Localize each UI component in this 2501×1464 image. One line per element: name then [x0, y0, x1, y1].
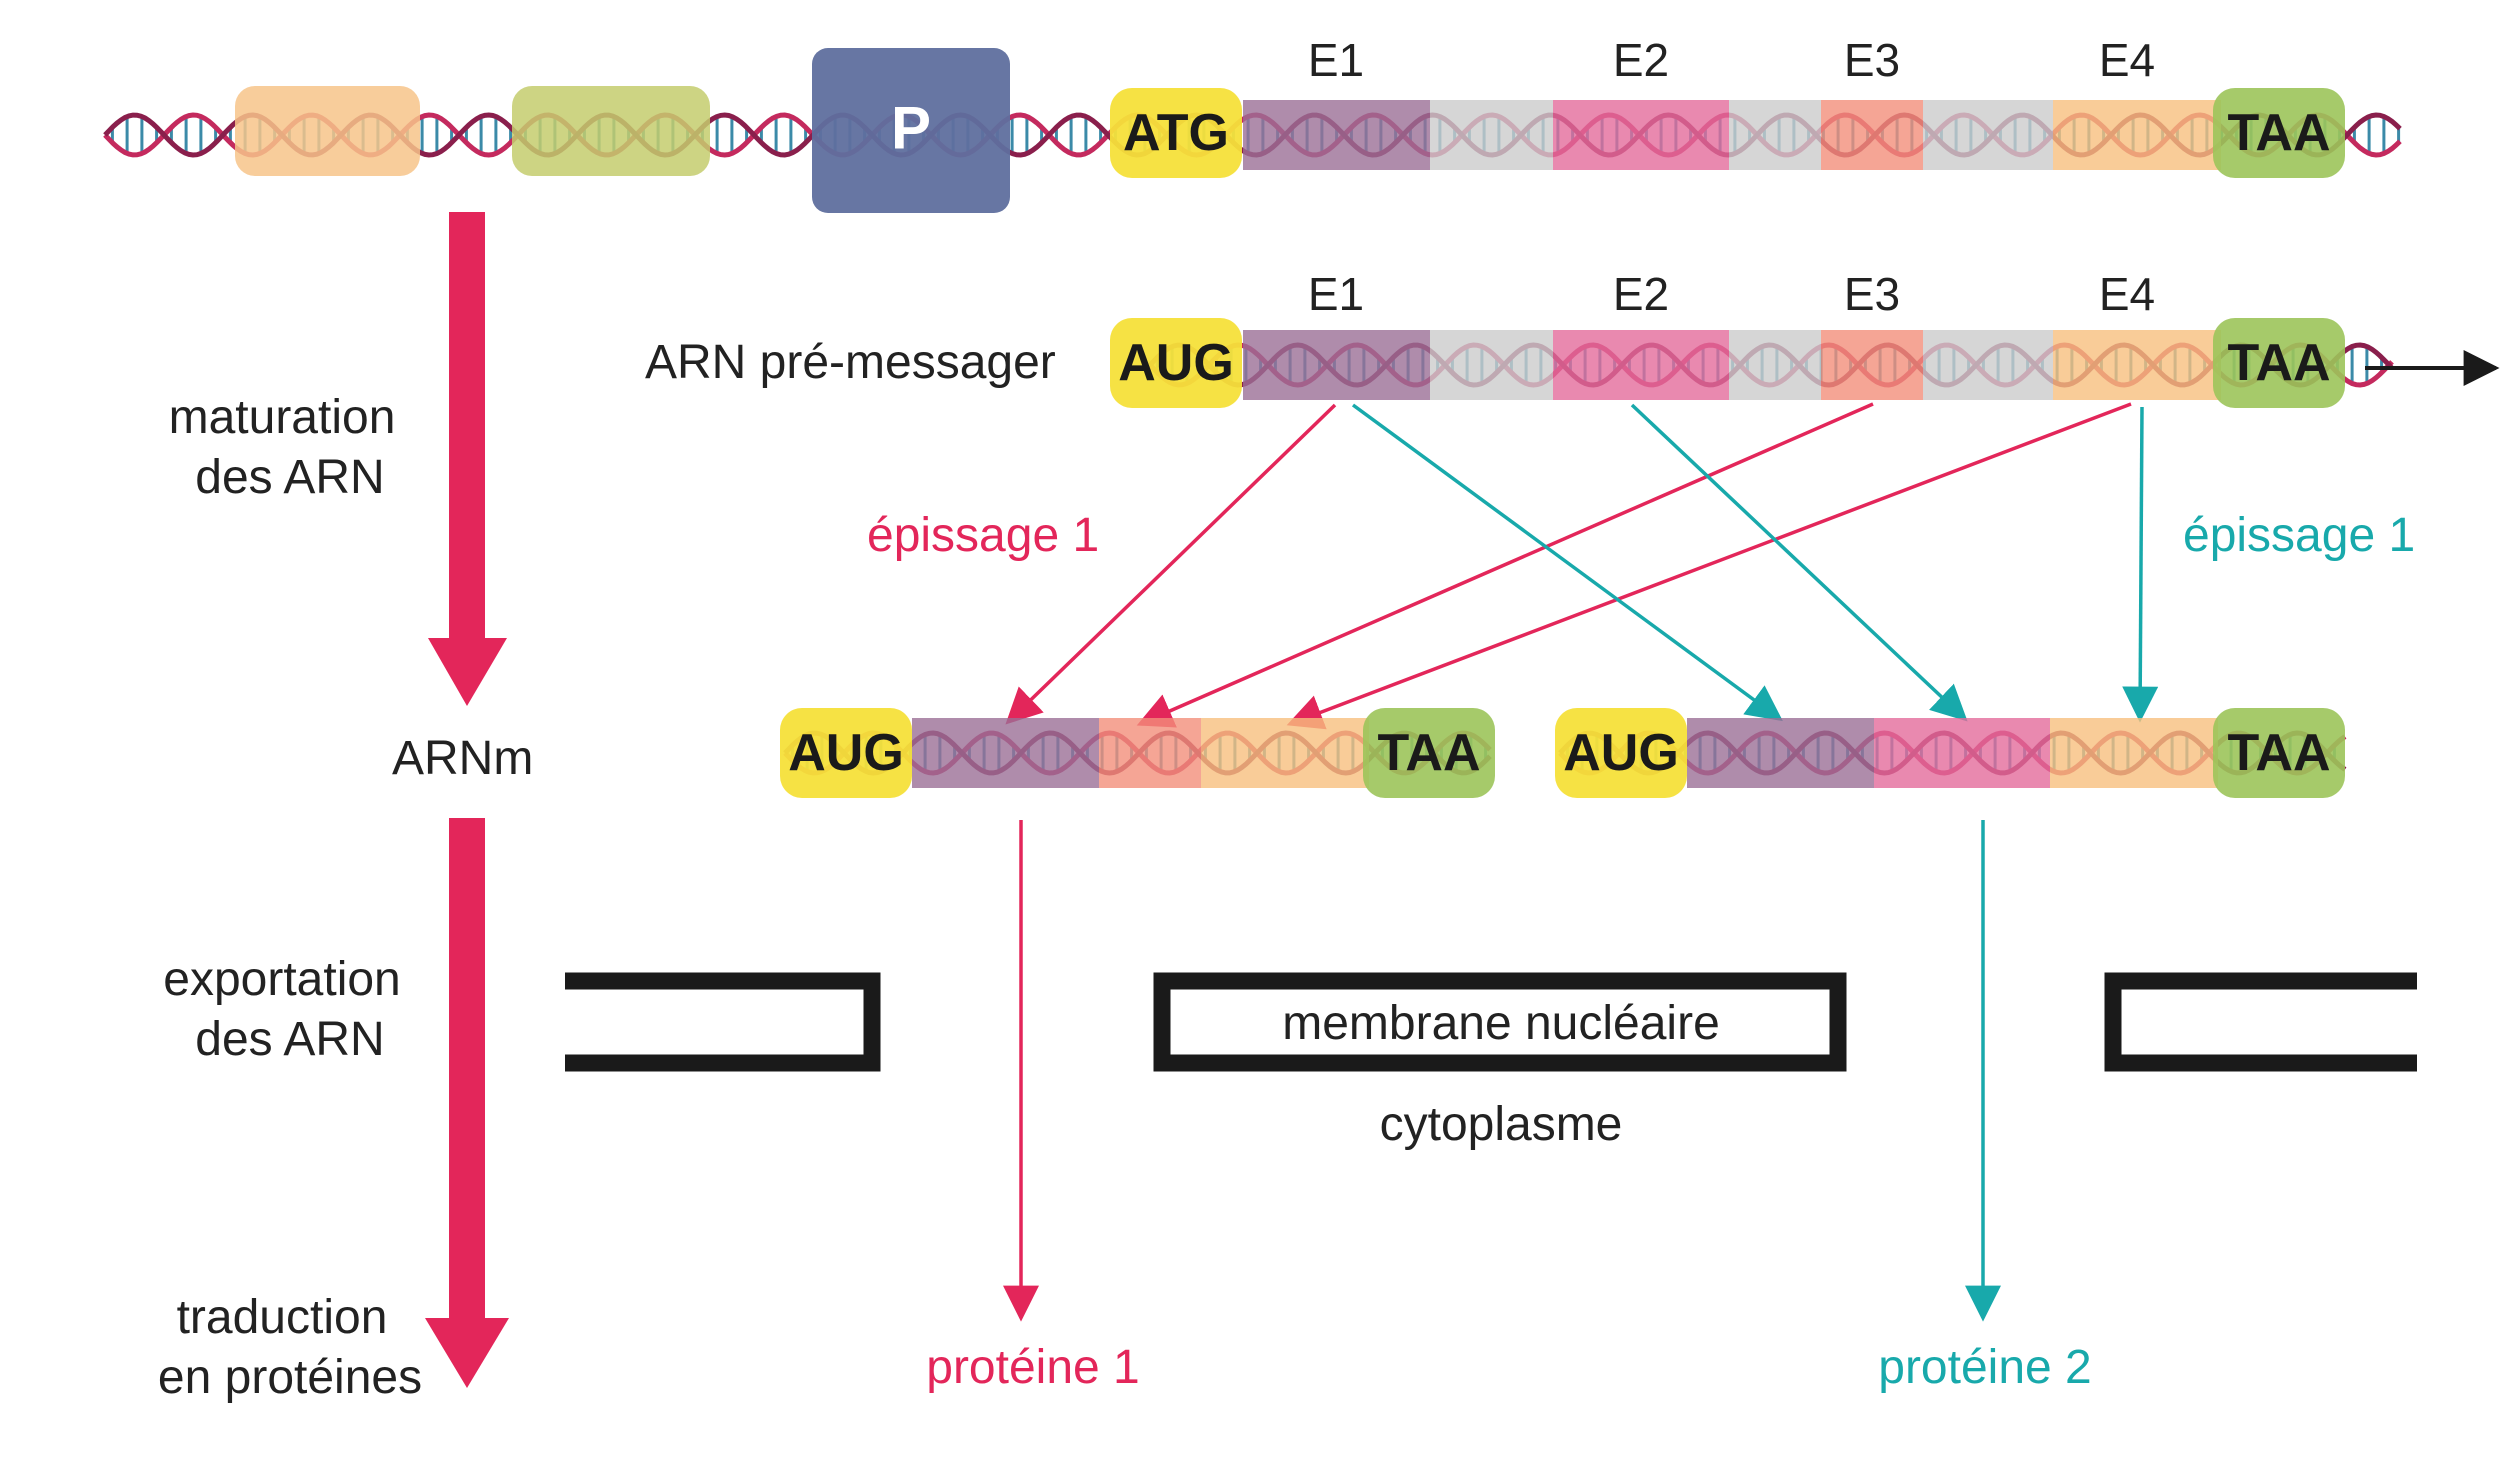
step-arrowhead-traduction [425, 1318, 509, 1388]
pre-start-codon-label: AUG [1118, 334, 1234, 392]
pre-mrna: AUG TAA E1 E2 E3 E4 ARN pré-messager [645, 268, 2500, 408]
mrna-left-start-codon-label: AUG [788, 724, 904, 782]
start-codon-box [1110, 88, 1242, 178]
pre-stop-codon-label: TAA [2227, 334, 2330, 392]
pre-exon-label-2: E2 [1613, 268, 1669, 320]
exon-1-box [1243, 100, 1430, 170]
intron-3-box [1923, 100, 2053, 170]
splicing-label-right: épissage 1 [2183, 509, 2415, 562]
stop-codon-box [2213, 88, 2345, 178]
dna-gene: P ATG TAA E1 E2 E3 E4 [103, 34, 2402, 213]
pre-exon-label-3: E3 [1844, 268, 1900, 320]
step-arnm: ARNm [392, 732, 533, 785]
enhancer-box-olive [512, 86, 710, 176]
step-exportation-line1: exportation [163, 953, 401, 1006]
membrane-label: membrane nucléaire [1282, 997, 1720, 1050]
splice-arrow-teal-e1 [1351, 403, 1783, 722]
splicing-arrows: épissage 1 épissage 1 [867, 402, 2415, 730]
mrna-left-start-codon-box [780, 708, 912, 798]
exon-2-box [1553, 100, 1729, 170]
membrane-segment-center [1153, 972, 1847, 1072]
pre-intron-1-box [1430, 330, 1553, 400]
step-arrowhead-maturation [428, 638, 507, 706]
pre-intron-2-box [1729, 330, 1821, 400]
enhancer-box-orange [235, 86, 420, 176]
exon-label-2: E2 [1613, 34, 1669, 86]
intron-2-box [1729, 100, 1821, 170]
membrane-segment-right [2104, 972, 2417, 1072]
protein-1-label: protéine 1 [926, 1341, 1140, 1394]
promoter-box [812, 48, 1010, 213]
mrna-left-stop-codon-label: TAA [1377, 724, 1480, 782]
pre-mrna-label: ARN pré-messager [645, 336, 1056, 389]
process-steps: maturation des ARN ARNm exportation des … [158, 212, 533, 1404]
translation: protéine 1 protéine 2 [926, 820, 2092, 1394]
stop-codon-label: TAA [2227, 104, 2330, 162]
pre-exon-label-1: E1 [1308, 268, 1364, 320]
intron-1-box [1430, 100, 1553, 170]
splice-arrow-pink-e3 [1136, 402, 1874, 728]
exon-label-3: E3 [1844, 34, 1900, 86]
promoter-label: P [891, 95, 931, 162]
mrna-right-exon-1-box [1687, 718, 1874, 788]
cytoplasm-label: cytoplasme [1380, 1098, 1623, 1151]
pre-exon-3-box [1821, 330, 1923, 400]
pre-intron-3-box [1923, 330, 2053, 400]
splicing-label-left: épissage 1 [867, 509, 1099, 562]
pre-stop-codon-box [2213, 318, 2345, 408]
step-maturation-line2: des ARN [195, 451, 384, 504]
mrna-left-exon-4-box [1201, 718, 1369, 788]
mrna-left-exon-1-box [912, 718, 1099, 788]
pre-exon-2-box [1553, 330, 1729, 400]
exon-label-1: E1 [1308, 34, 1364, 86]
step-exportation-line2: des ARN [195, 1013, 384, 1066]
mrna-right-start-codon-box [1555, 708, 1687, 798]
exon-4-box [2053, 100, 2221, 170]
exon-label-4: E4 [2099, 34, 2155, 86]
protein-2-label: protéine 2 [1878, 1341, 2092, 1394]
nuclear-membrane: membrane nucléaire cytoplasme [565, 972, 2417, 1151]
pre-exon-label-4: E4 [2099, 268, 2155, 320]
step-maturation-line1: maturation [169, 391, 396, 444]
step-traduction-line1: traduction [177, 1291, 388, 1344]
mrna-right-stop-codon-label: TAA [2227, 724, 2330, 782]
pre-start-codon-box [1110, 318, 1242, 408]
pre-exon-4-box [2053, 330, 2221, 400]
mrna-right: AUG TAA [1555, 708, 2347, 798]
mrna-left-exon-3-box [1099, 718, 1201, 788]
mrna-right-stop-codon-box [2213, 708, 2345, 798]
mrna-left: AUG TAA [780, 708, 1495, 798]
mrna-left-stop-codon-box [1363, 708, 1495, 798]
mrna-right-start-codon-label: AUG [1563, 724, 1679, 782]
exon-3-box [1821, 100, 1923, 170]
pre-exon-1-box [1243, 330, 1430, 400]
splice-arrow-pink-e4 [1286, 402, 2132, 730]
step-traduction-line2: en protéines [158, 1351, 422, 1404]
start-codon-label: ATG [1123, 104, 1229, 162]
membrane-segment-left [565, 972, 881, 1072]
splice-arrow-teal-e4 [2122, 406, 2159, 723]
mrna-right-exon-2-box [1874, 718, 2050, 788]
splice-arrow-teal-e2 [1630, 403, 1968, 722]
splice-arrow-pink-e1 [1005, 403, 1337, 725]
mrna-right-exon-4-box [2050, 718, 2218, 788]
step-bar-maturation [449, 212, 485, 662]
step-bar-exportation [449, 818, 485, 1336]
